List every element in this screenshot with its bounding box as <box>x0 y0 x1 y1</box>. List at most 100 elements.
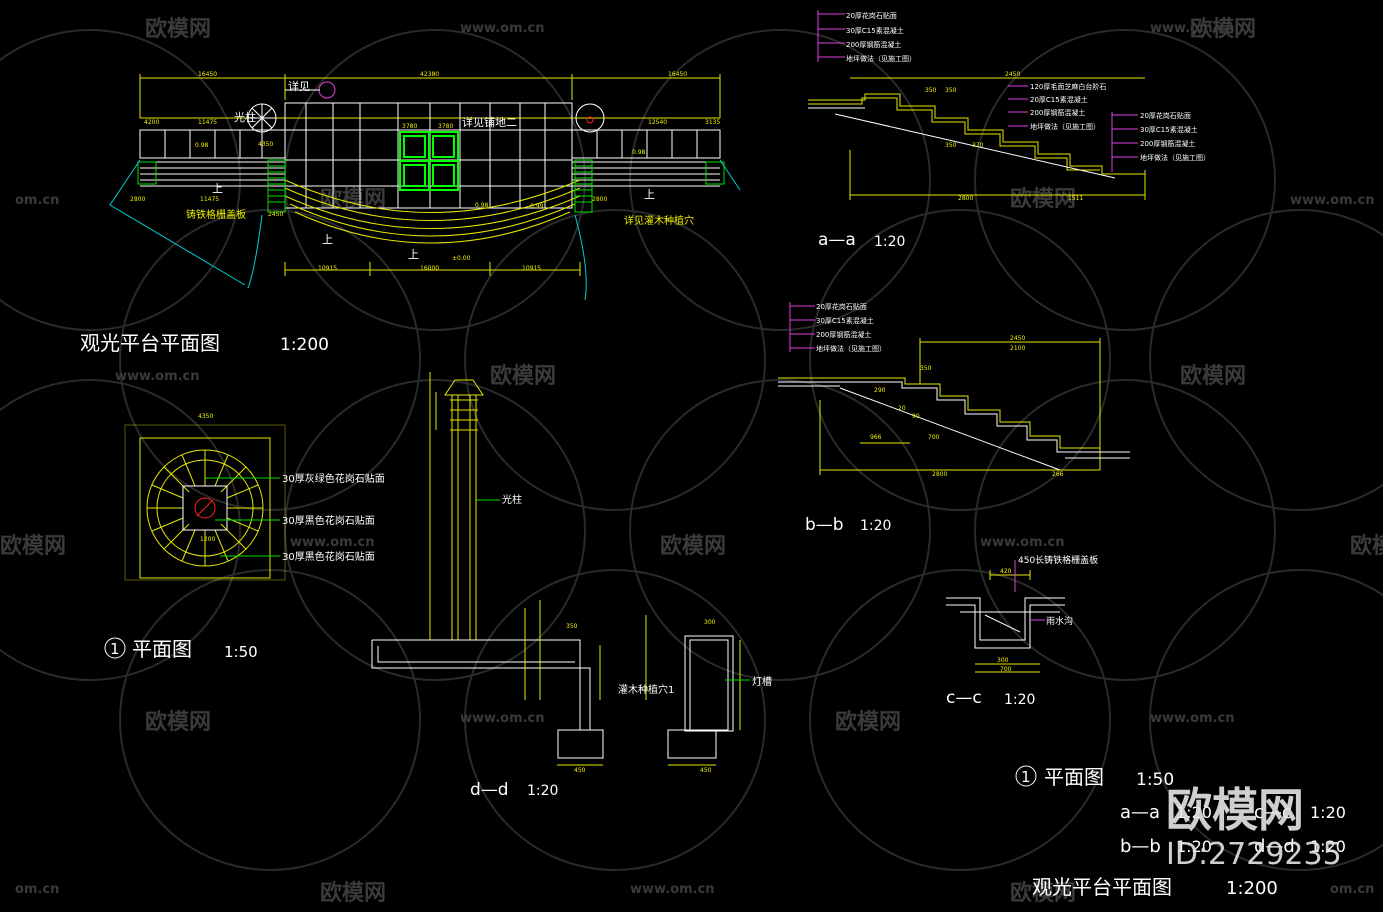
watermark-site: www.om.cn <box>630 882 715 897</box>
plan-up-label: 上 <box>212 182 223 195</box>
bb-dim: 20 <box>898 405 906 412</box>
plan-dim: 0.98 <box>475 202 489 209</box>
index-plan-title: 平面图 <box>1044 765 1104 789</box>
pillar-plan-title: 平面图 <box>132 637 192 661</box>
plan-dim: 0.98 <box>632 149 646 156</box>
watermark-brand: 欧模网 <box>660 533 726 559</box>
watermark-site: www.om.cn <box>1290 193 1375 208</box>
index-main-title: 观光平台平面图 <box>1032 875 1172 899</box>
aa-layer-right: 200厚钢筋混凝土 <box>1140 139 1195 148</box>
pillar-plan-label: 30厚黑色花岗石贴面 <box>282 550 375 563</box>
index-main-scale: 1:200 <box>1226 878 1278 899</box>
aa-layer-mid: 地坪做法（见施工图） <box>1030 122 1100 131</box>
plan-dim: 4350 <box>258 141 273 148</box>
cc-grate-label: 450长铸铁格栅盖板 <box>1018 554 1098 566</box>
aa-scale: 1:20 <box>874 234 905 250</box>
aa-dim: 350 <box>925 87 937 94</box>
plan-dim: 0.99 <box>530 203 544 210</box>
watermark-overlay: 欧模网 ID:2729235 <box>1166 783 1342 872</box>
cc-dim: 300 <box>997 657 1009 664</box>
section-bb: 20厚花岗石贴面 30厚C15素混凝土 200厚钢筋混凝土 地坪做法（见施工图）… <box>778 302 1130 535</box>
plan-dim: 3135 <box>705 119 720 126</box>
plan-light-pillar-label: 光柱 <box>234 110 256 124</box>
dd-scale: 1:20 <box>527 783 558 799</box>
watermark-brand: 欧模网 <box>1010 880 1076 906</box>
plan-dim: 16000 <box>420 265 439 272</box>
cc-dim: 420 <box>1000 568 1012 575</box>
index-plan-scale: 1:50 <box>1136 770 1174 790</box>
plan-dim: 3780 <box>438 123 453 130</box>
bb-dim: 966 <box>870 434 882 441</box>
plan-dim: 4200 <box>144 119 159 126</box>
bb-dim: 266 <box>1052 471 1064 478</box>
plan-up-label: 上 <box>322 233 333 246</box>
watermark-site-short: om.cn <box>15 882 59 897</box>
cc-scale: 1:20 <box>1004 692 1035 708</box>
cc-dim: 700 <box>1000 666 1012 673</box>
plan-up-label: 上 <box>644 188 655 201</box>
bb-layer: 20厚花岗石贴面 <box>816 302 867 311</box>
dd-pillar-label: 光柱 <box>502 493 522 506</box>
aa-dim: 370 <box>972 142 984 149</box>
plan-dim: 11475 <box>200 196 219 203</box>
index-row-b: c—c <box>1254 802 1292 823</box>
watermark-site: www.om.cn <box>1150 21 1235 36</box>
dd-dim: 300 <box>704 619 716 626</box>
watermark-layer: 欧模网 欧模网 欧模网 欧模网 欧模网 欧模网 欧模网 欧模网 欧模网 欧模网 … <box>0 16 1383 906</box>
dd-lamp-label: 灯槽 <box>752 675 772 688</box>
watermark-site-short: om.cn <box>15 193 59 208</box>
plan-dim: 2450 <box>268 211 283 218</box>
index-row-b-scale: 1:20 <box>1310 803 1346 822</box>
plan-dim: 10915 <box>318 265 337 272</box>
plan-dim: 0.98 <box>195 142 209 149</box>
aa-dim: 1511 <box>1068 195 1083 202</box>
aa-layer-left: 20厚花岗石贴面 <box>846 11 897 20</box>
aa-layer-mid: 120厚毛面芝麻白台阶石 <box>1030 82 1106 91</box>
watermark-site: www.om.cn <box>980 535 1065 550</box>
cc-ditch-label: 雨水沟 <box>1046 615 1073 627</box>
watermark-site: www.om.cn <box>460 21 545 36</box>
index-row-a: a—a <box>1120 802 1160 823</box>
plan-dim: 2800 <box>592 196 607 203</box>
watermark-brand: 欧模网 <box>835 709 901 735</box>
drawing-index: 1 平面图 1:50 a—a 1:20 c—c 1:20 b—b 1:20 d—… <box>1015 765 1346 899</box>
pillar-plan-label: 30厚黑色花岗石贴面 <box>282 514 375 527</box>
bb-dim: 290 <box>874 387 886 394</box>
plan-dim: 12540 <box>648 119 667 126</box>
watermark-site: www.om.cn <box>115 369 200 384</box>
watermark-id: ID:2729235 <box>1166 837 1342 872</box>
pillar-plan-number: 1 <box>110 640 120 658</box>
aa-dim: 2450 <box>1005 71 1020 78</box>
pillar-plan-dim: 1200 <box>200 536 215 543</box>
aa-layer-right: 20厚花岗石贴面 <box>1140 111 1191 120</box>
plan-dim: 16450 <box>668 71 687 78</box>
section-cc: 450长铸铁格栅盖板 雨水沟 420 300 700 c—c 1:20 <box>946 554 1098 708</box>
watermark-site-short: om.cn <box>1330 882 1374 897</box>
bb-layer: 30厚C15素混凝土 <box>816 316 874 325</box>
index-row-a-scale: 1:20 <box>1176 803 1212 822</box>
bb-layer: 地坪做法（见施工图） <box>816 344 886 353</box>
pillar-plan: 30厚灰绿色花岗石贴面 30厚黑色花岗石贴面 30厚黑色花岗石贴面 4350 1… <box>104 413 385 661</box>
dd-title: d—d <box>470 780 509 800</box>
watermark-brand: 欧模网 <box>145 709 211 735</box>
bb-dim: 350 <box>920 365 932 372</box>
watermark-site: www.om.cn <box>1150 711 1235 726</box>
watermark-brand: 欧模网 <box>320 880 386 906</box>
watermark-brand: 欧模网 <box>1190 16 1256 42</box>
plan-dim: 3780 <box>402 123 417 130</box>
index-row-a: b—b <box>1120 836 1161 857</box>
plan-scale: 1:200 <box>280 335 329 355</box>
pillar-plan-scale: 1:50 <box>224 643 258 661</box>
bb-layer: 200厚钢筋混凝土 <box>816 330 871 339</box>
bb-scale: 1:20 <box>860 518 891 534</box>
watermark-brand: 欧模网 <box>0 533 66 559</box>
plan-dim: 16450 <box>198 71 217 78</box>
plan-dim: 10915 <box>522 265 541 272</box>
section-aa: 20厚花岗石贴面 30厚C15素混凝土 200厚钢筋混凝土 地坪做法（见施工图）… <box>808 10 1210 250</box>
bb-dim: 2800 <box>932 471 947 478</box>
bb-title: b—b <box>805 515 844 535</box>
bb-dim: 90 <box>912 413 920 420</box>
aa-layer-left: 地坪做法（见施工图） <box>846 54 916 63</box>
section-dd: 光柱 灌木种植穴1 灯槽 350 450 450 300 d—d 1:20 <box>371 372 772 800</box>
